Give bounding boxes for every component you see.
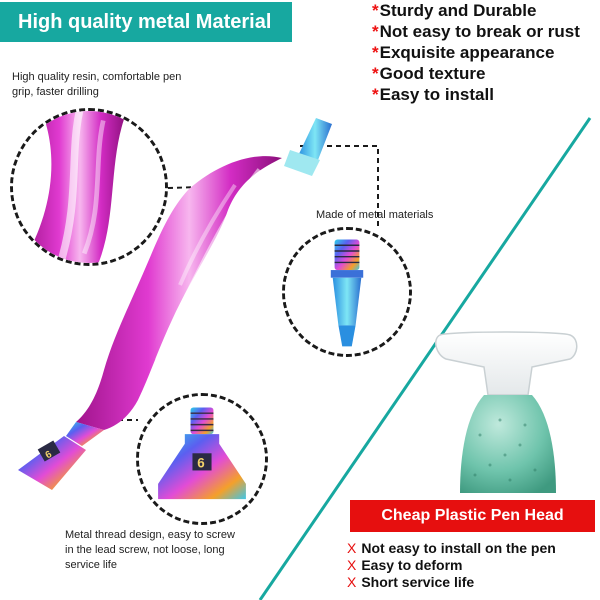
plastic-pen-head-illustration	[420, 325, 595, 493]
star-marker: *	[372, 43, 379, 62]
resin-grip-image	[13, 111, 165, 263]
feature-item: *Easy to install	[372, 85, 494, 104]
metal-note: Made of metal materials	[316, 209, 434, 221]
star-marker: *	[372, 85, 379, 104]
thread-image: 6	[139, 396, 265, 522]
cheap-banner: Cheap Plastic Pen Head	[350, 500, 595, 532]
star-marker: *	[372, 22, 379, 41]
metal-tip-zoom	[282, 227, 412, 357]
thread-zoom: 6	[136, 393, 268, 525]
title-banner: High quality metal Material	[0, 2, 292, 42]
title-text: High quality metal Material	[18, 10, 272, 33]
feature-item: *Exquisite appearance	[372, 43, 555, 62]
cheap-banner-text: Cheap Plastic Pen Head	[381, 507, 564, 524]
resin-note: High quality resin, comfortable pen grip…	[12, 71, 182, 98]
plastic-pen-head-image	[435, 331, 578, 493]
feature-item: *Good texture	[372, 64, 486, 83]
metal-tip-image	[285, 230, 409, 354]
pen-number-badge: 6	[44, 449, 55, 462]
star-marker: *	[372, 1, 379, 20]
feature-item: *Not easy to break or rust	[372, 22, 580, 41]
star-marker: *	[372, 64, 379, 83]
feature-item: *Sturdy and Durable	[372, 1, 537, 20]
x-marker-icon: X	[347, 574, 357, 590]
thread-number-badge: 6	[197, 456, 204, 471]
resin-grip-zoom	[10, 108, 168, 266]
thread-note: Metal thread design, easy to screw in th…	[65, 529, 235, 571]
x-marker-icon: X	[347, 557, 357, 573]
x-marker-icon: X	[347, 540, 357, 556]
feature-list: *Sturdy and Durable *Not easy to break o…	[372, 0, 580, 105]
